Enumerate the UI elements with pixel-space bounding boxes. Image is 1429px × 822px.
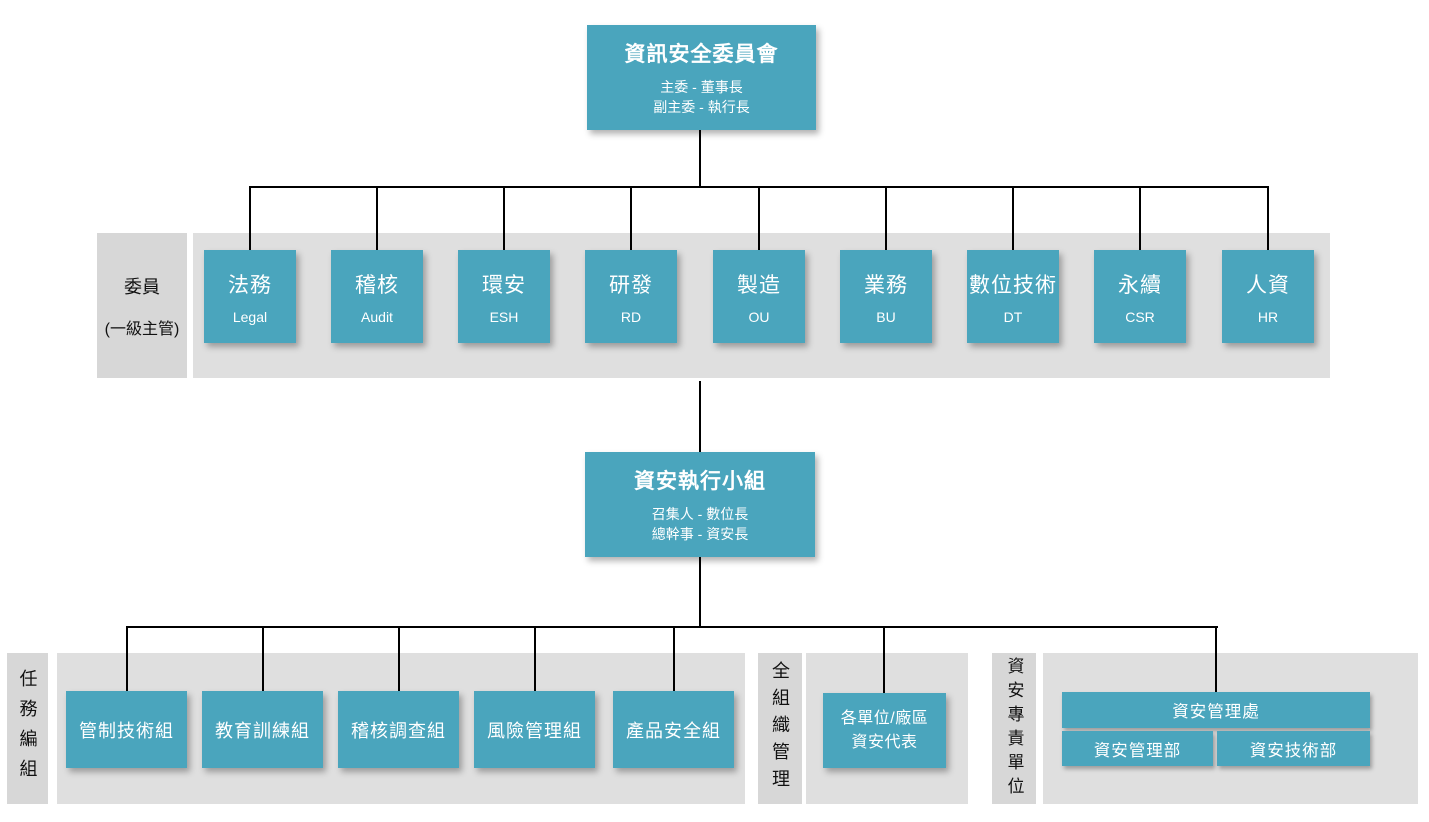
connector-bottom-rail <box>126 626 1218 628</box>
connector-drop-esh <box>503 186 505 250</box>
node-audit-en: Audit <box>361 308 393 325</box>
node-legal-zh: 法務 <box>228 273 272 297</box>
node-ou-en: OU <box>748 308 770 325</box>
node-ou-zh: 製造 <box>737 273 781 297</box>
node-audit-investigation-group-label: 稽核調查組 <box>351 720 446 741</box>
node-risk-management-group: 風險管理組 <box>474 691 595 768</box>
node-dt-zh: 數位技術 <box>969 273 1057 297</box>
node-csr: 永續 CSR <box>1094 250 1186 343</box>
connector-drop-legal <box>249 186 251 250</box>
node-esh-zh: 環安 <box>482 273 526 297</box>
info-security-committee-title: 資訊安全委員會 <box>624 42 779 66</box>
label-task-groups: 任務編組 <box>7 653 48 804</box>
connector-drop-dt <box>1012 186 1014 250</box>
label-org-wide-management: 全組織管理 <box>758 653 802 804</box>
node-security-management-dept: 資安管理部 <box>1062 731 1213 766</box>
node-control-tech-group: 管制技術組 <box>66 691 187 768</box>
connector-drop-rd <box>630 186 632 250</box>
node-product-security-group-label: 產品安全組 <box>626 720 721 741</box>
info-security-committee-chair: 主委 - 董事長 <box>660 78 743 95</box>
node-rd-en: RD <box>620 308 642 325</box>
connector-drop-product-security <box>673 626 675 692</box>
connector-root-stem <box>699 129 701 187</box>
node-security-management-division-label: 資安管理處 <box>1172 703 1260 721</box>
info-security-committee-vice-chair: 副主委 - 執行長 <box>653 99 750 115</box>
connector-drop-ou <box>758 186 760 250</box>
connector-drop-management-division <box>1215 626 1217 693</box>
node-bu: 業務 BU <box>840 250 932 343</box>
dedicated-unit-band <box>1043 653 1418 804</box>
connector-drop-bu <box>885 186 887 250</box>
node-site-security-representatives-line2: 資安代表 <box>851 733 918 751</box>
node-hr: 人資 HR <box>1222 250 1314 343</box>
node-legal-en: Legal <box>232 308 268 325</box>
node-security-management-dept-label: 資安管理部 <box>1093 741 1182 760</box>
node-audit-investigation-group: 稽核調查組 <box>338 691 459 768</box>
node-product-security-group: 產品安全組 <box>613 691 734 768</box>
node-legal: 法務 Legal <box>204 250 296 343</box>
connector-drop-site-reps <box>883 626 885 694</box>
node-security-technology-dept: 資安技術部 <box>1217 731 1370 766</box>
node-hr-zh: 人資 <box>1246 273 1290 297</box>
node-education-training-group-label: 教育訓練組 <box>215 720 310 741</box>
label-task-groups-text: 任務編組 <box>17 668 38 789</box>
node-hr-en: HR <box>1257 308 1279 325</box>
node-education-training-group: 教育訓練組 <box>202 691 323 768</box>
node-rd: 研發 RD <box>585 250 677 343</box>
connector-drop-audit-investigation <box>398 626 400 692</box>
connector-drop-education <box>262 626 264 692</box>
node-site-security-representatives-line1: 各單位/廠區 <box>840 710 929 728</box>
node-bu-en: BU <box>876 308 896 325</box>
committee-row-label-line2: (一級主管) <box>104 320 180 338</box>
security-execution-team-title: 資安執行小組 <box>634 469 766 493</box>
node-ou: 製造 OU <box>713 250 805 343</box>
node-site-security-representatives: 各單位/廠區 資安代表 <box>823 693 946 768</box>
connector-drop-risk <box>534 626 536 692</box>
committee-row-label: 委員 (一級主管) <box>97 233 187 378</box>
node-security-execution-team: 資安執行小組 召集人 - 數位長 總幹事 - 資安長 <box>585 452 815 557</box>
committee-row-label-line1: 委員 <box>124 276 160 297</box>
connector-drop-hr <box>1267 186 1269 250</box>
node-csr-en: CSR <box>1125 308 1155 325</box>
node-security-management-division: 資安管理處 <box>1062 692 1370 728</box>
node-audit: 稽核 Audit <box>331 250 423 343</box>
node-dt: 數位技術 DT <box>967 250 1059 343</box>
node-csr-zh: 永續 <box>1118 273 1162 297</box>
label-dedicated-security-unit: 資安專責單位 <box>992 653 1036 804</box>
connector-execteam-stem <box>699 556 701 627</box>
node-esh-en: ESH <box>489 308 519 325</box>
node-rd-zh: 研發 <box>609 273 653 297</box>
label-org-wide-management-text: 全組織管理 <box>770 661 790 796</box>
connector-drop-control-tech <box>126 626 128 692</box>
node-info-security-committee: 資訊安全委員會 主委 - 董事長 副主委 - 執行長 <box>587 25 816 130</box>
security-execution-team-secretary: 總幹事 - 資安長 <box>651 526 749 542</box>
connector-band-to-execteam <box>699 381 701 452</box>
node-control-tech-group-label: 管制技術組 <box>79 720 174 741</box>
node-security-technology-dept-label: 資安技術部 <box>1249 741 1338 760</box>
connector-drop-audit <box>376 186 378 250</box>
node-bu-zh: 業務 <box>864 273 908 297</box>
connector-drop-csr <box>1139 186 1141 250</box>
security-execution-team-convener: 召集人 - 數位長 <box>651 505 749 522</box>
node-risk-management-group-label: 風險管理組 <box>487 720 582 741</box>
node-dt-en: DT <box>1003 308 1023 325</box>
node-esh: 環安 ESH <box>458 250 550 343</box>
node-audit-zh: 稽核 <box>355 273 399 297</box>
label-dedicated-security-unit-text: 資安專責單位 <box>1004 656 1024 801</box>
